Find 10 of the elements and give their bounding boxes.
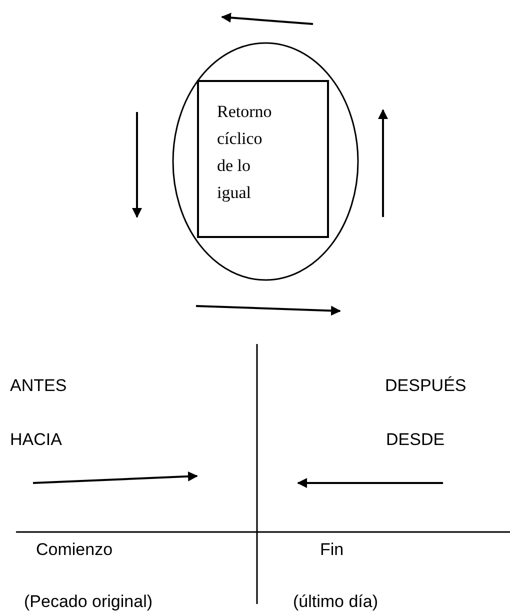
box-text: Retorno cíclico de lo igual — [217, 101, 273, 204]
label-text: Fin — [320, 540, 344, 560]
text-box — [197, 80, 329, 238]
label-text: Comienzo — [36, 540, 113, 560]
label-text: (último día) — [293, 592, 378, 612]
label-text: DESPUÉS — [385, 376, 466, 396]
label-text: DESDE — [386, 430, 445, 450]
label-text: ANTES — [10, 376, 67, 396]
label-text: HACIA — [10, 430, 62, 450]
label-text: (Pecado original) — [24, 592, 153, 612]
